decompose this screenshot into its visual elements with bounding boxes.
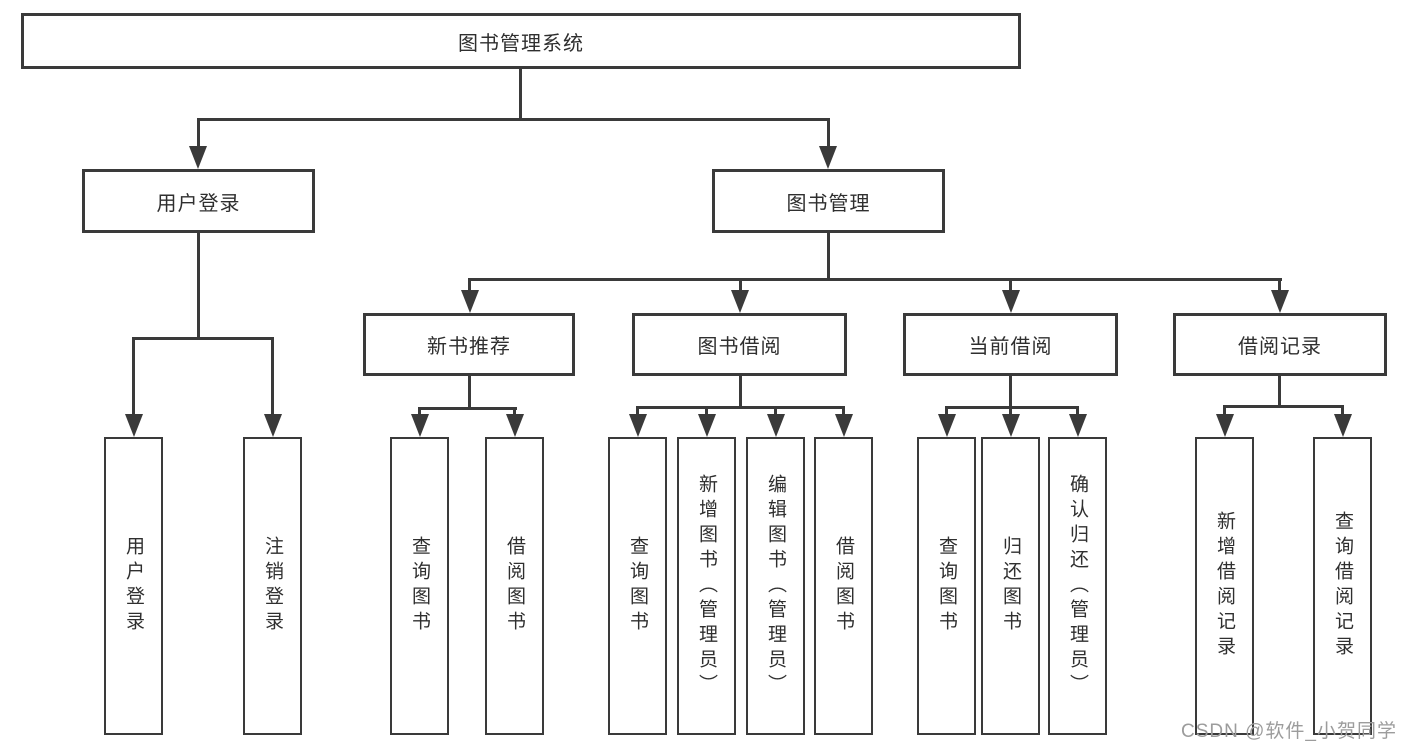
- leaf-query-books-current: 查询图书: [917, 437, 976, 735]
- arrowhead: [189, 146, 207, 169]
- connector-segment: [1278, 376, 1281, 408]
- arrowhead: [1001, 414, 1020, 437]
- arrowhead: [1001, 290, 1020, 313]
- leaf-query-books-recommend: 查询图书: [390, 437, 449, 735]
- arrowhead: [1068, 414, 1087, 437]
- node-book-management: 图书管理: [712, 169, 945, 233]
- arrowhead: [819, 146, 837, 169]
- connector-segment: [636, 406, 639, 417]
- leaf-query-books-borrow: 查询图书: [608, 437, 667, 735]
- connector-segment: [418, 407, 421, 417]
- csdn-watermark: CSDN @软件_小贺同学: [1181, 721, 1397, 742]
- arrowhead: [263, 414, 282, 437]
- leaf-query-borrow-record: 查询借阅记录: [1313, 437, 1372, 735]
- node-user-login: 用户登录: [82, 169, 315, 233]
- leaf-add-books-admin: 新增图书（管理员）: [677, 437, 736, 735]
- leaf-logout: 注销登录: [243, 437, 302, 735]
- connector-segment: [513, 407, 516, 417]
- arrowhead: [937, 414, 956, 437]
- connector-segment: [826, 118, 830, 150]
- node-borrow-records: 借阅记录: [1173, 313, 1387, 376]
- connector-segment: [1076, 406, 1079, 417]
- connector-segment: [1009, 376, 1012, 409]
- leaf-edit-books-admin: 编辑图书（管理员）: [746, 437, 805, 735]
- arrowhead: [1270, 290, 1289, 313]
- connector-segment: [468, 278, 471, 294]
- leaf-add-borrow-record: 新增借阅记录: [1195, 437, 1254, 735]
- connector-segment: [738, 376, 742, 409]
- connector-segment: [636, 406, 845, 409]
- connector-segment: [1341, 405, 1344, 417]
- connector-segment: [518, 69, 522, 120]
- leaf-user-login: 用户登录: [104, 437, 163, 735]
- arrowhead: [731, 290, 749, 313]
- connector-segment: [196, 233, 200, 340]
- connector-segment: [271, 337, 274, 415]
- connector-segment: [945, 406, 948, 417]
- arrowhead: [460, 290, 479, 313]
- connector-segment: [1009, 278, 1012, 294]
- connector-segment: [1009, 406, 1012, 417]
- connector-segment: [468, 376, 471, 410]
- connector-segment: [945, 406, 1079, 409]
- connector-segment: [196, 118, 200, 150]
- arrowhead: [766, 414, 785, 437]
- arrowhead: [628, 414, 647, 437]
- connector-segment: [418, 407, 517, 410]
- arrowhead: [697, 414, 716, 437]
- leaf-borrow-books-recommend: 借阅图书: [485, 437, 544, 735]
- arrowhead: [505, 414, 524, 437]
- connector-segment: [774, 406, 777, 417]
- connector-segment: [1223, 405, 1344, 408]
- connector-segment: [132, 337, 274, 340]
- arrowhead: [1215, 414, 1234, 437]
- node-current-borrow: 当前借阅: [903, 313, 1118, 376]
- connector-segment: [468, 278, 1282, 281]
- connector-segment: [842, 406, 845, 417]
- connector-segment: [705, 406, 708, 417]
- arrowhead: [1333, 414, 1352, 437]
- connector-segment: [196, 118, 830, 121]
- node-new-book-recommend: 新书推荐: [363, 313, 575, 376]
- connector-segment: [738, 278, 742, 294]
- connector-segment: [1278, 278, 1281, 294]
- arrowhead: [834, 414, 853, 437]
- connector-segment: [826, 233, 830, 281]
- leaf-borrow-books: 借阅图书: [814, 437, 873, 735]
- arrowhead: [124, 414, 143, 437]
- leaf-return-books: 归还图书: [981, 437, 1040, 735]
- leaf-confirm-return-admin: 确认归还（管理员）: [1048, 437, 1107, 735]
- connector-segment: [1223, 405, 1226, 417]
- connector-segment: [132, 337, 135, 415]
- arrowhead: [410, 414, 429, 437]
- node-book-borrow: 图书借阅: [632, 313, 847, 376]
- node-root-library-system: 图书管理系统: [21, 13, 1021, 69]
